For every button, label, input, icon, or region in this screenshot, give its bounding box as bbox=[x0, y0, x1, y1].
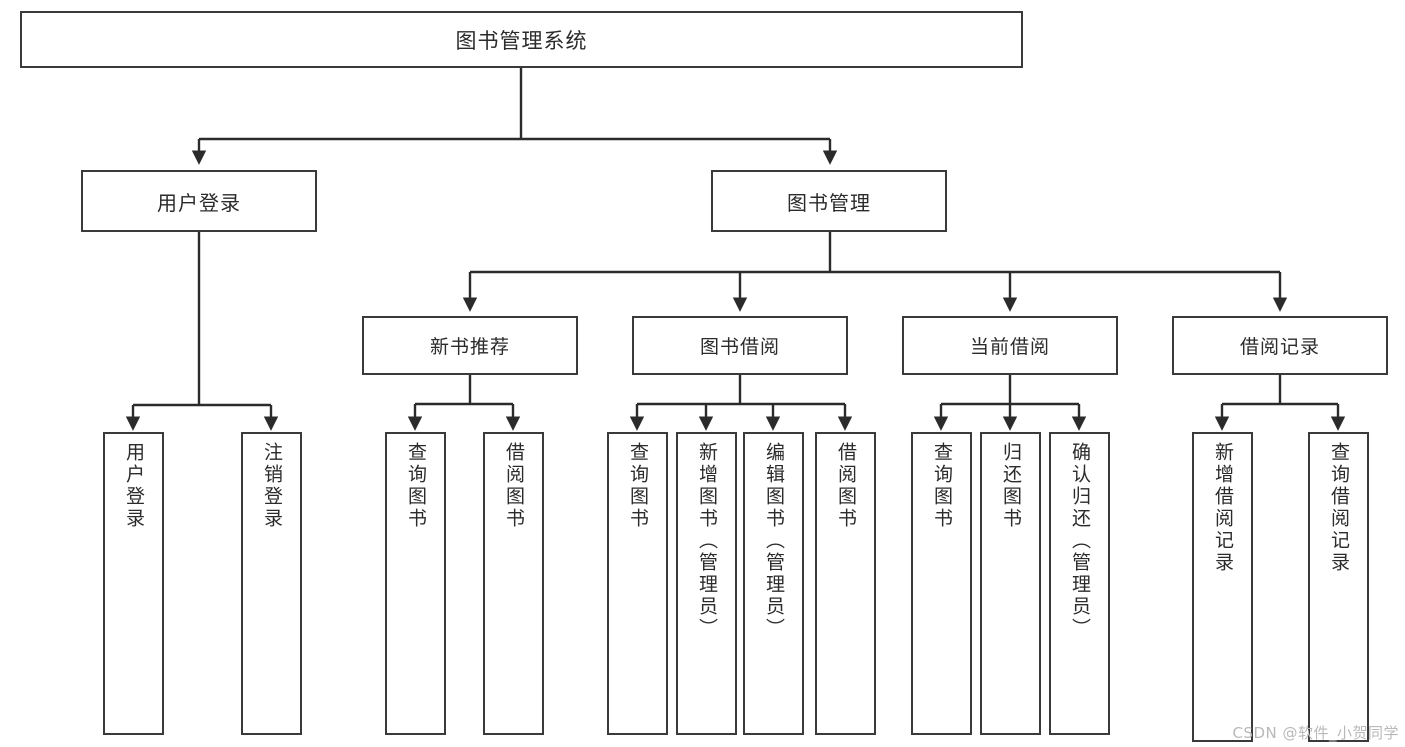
node-root[interactable]: 图书管理系统 bbox=[20, 11, 1023, 68]
node-root-label: 图书管理系统 bbox=[455, 28, 588, 53]
leaf-book-borrow-query[interactable]: 查询图书 bbox=[607, 432, 668, 735]
leaf-user-login-logout-label: 注销登录 bbox=[261, 442, 283, 530]
node-borrow-record[interactable]: 借阅记录 bbox=[1172, 316, 1388, 375]
leaf-borrow-record-add[interactable]: 新增借阅记录 bbox=[1192, 432, 1253, 742]
leaf-borrow-record-add-label: 新增借阅记录 bbox=[1212, 442, 1234, 574]
node-user-login[interactable]: 用户登录 bbox=[81, 170, 317, 232]
node-book-management[interactable]: 图书管理 bbox=[711, 170, 947, 232]
leaf-current-borrow-confirm-return-label: 确认归还（管理员） bbox=[1069, 442, 1091, 640]
leaf-book-borrow-edit[interactable]: 编辑图书（管理员） bbox=[743, 432, 804, 735]
leaf-book-borrow-add-label: 新增图书（管理员） bbox=[696, 442, 718, 640]
leaf-current-borrow-return-label: 归还图书 bbox=[1000, 442, 1022, 530]
leaf-borrow-record-query[interactable]: 查询借阅记录 bbox=[1308, 432, 1369, 742]
leaf-book-borrow-edit-label: 编辑图书（管理员） bbox=[763, 442, 785, 640]
leaf-book-borrow-borrow[interactable]: 借阅图书 bbox=[815, 432, 876, 735]
leaf-new-book-borrow-label: 借阅图书 bbox=[503, 442, 525, 530]
leaf-new-book-query[interactable]: 查询图书 bbox=[385, 432, 446, 735]
node-current-borrow-label: 当前借阅 bbox=[969, 336, 1050, 358]
leaf-book-borrow-query-label: 查询图书 bbox=[627, 442, 649, 530]
node-new-book-recommend[interactable]: 新书推荐 bbox=[362, 316, 578, 375]
leaf-borrow-record-query-label: 查询借阅记录 bbox=[1328, 442, 1350, 574]
leaf-user-login-logout[interactable]: 注销登录 bbox=[241, 432, 302, 735]
leaf-current-borrow-return[interactable]: 归还图书 bbox=[980, 432, 1041, 735]
leaf-user-login-login[interactable]: 用户登录 bbox=[103, 432, 164, 735]
leaf-user-login-login-label: 用户登录 bbox=[123, 442, 145, 530]
leaf-current-borrow-query-label: 查询图书 bbox=[931, 442, 953, 530]
node-book-management-label: 图书管理 bbox=[787, 190, 871, 215]
node-book-borrow[interactable]: 图书借阅 bbox=[632, 316, 848, 375]
node-current-borrow[interactable]: 当前借阅 bbox=[902, 316, 1118, 375]
watermark: CSDN @软件_小贺同学 bbox=[1232, 724, 1399, 742]
leaf-book-borrow-borrow-label: 借阅图书 bbox=[835, 442, 857, 530]
leaf-new-book-query-label: 查询图书 bbox=[405, 442, 427, 530]
node-book-borrow-label: 图书借阅 bbox=[699, 336, 780, 358]
node-user-login-label: 用户登录 bbox=[157, 190, 241, 215]
leaf-book-borrow-add[interactable]: 新增图书（管理员） bbox=[676, 432, 737, 735]
leaf-current-borrow-query[interactable]: 查询图书 bbox=[911, 432, 972, 735]
leaf-new-book-borrow[interactable]: 借阅图书 bbox=[483, 432, 544, 735]
node-new-book-recommend-label: 新书推荐 bbox=[429, 336, 510, 358]
node-borrow-record-label: 借阅记录 bbox=[1239, 336, 1320, 358]
leaf-current-borrow-confirm-return[interactable]: 确认归还（管理员） bbox=[1049, 432, 1110, 735]
